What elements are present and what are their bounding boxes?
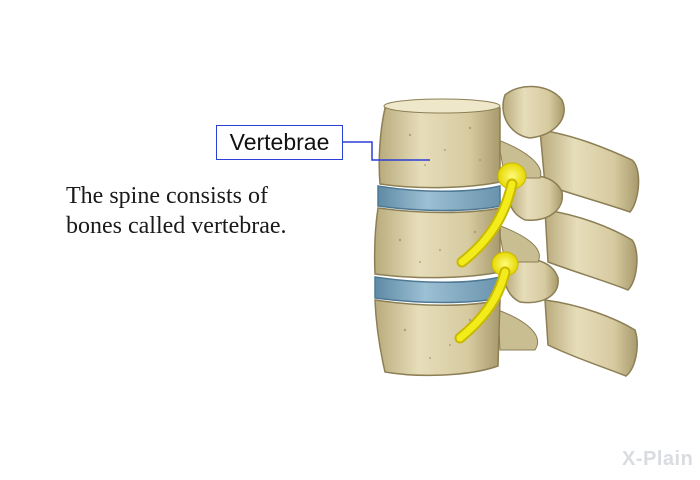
caption-line-2: bones called vertebrae. bbox=[66, 213, 287, 239]
vertebral-body-top bbox=[378, 98, 501, 189]
vertebrae-label: Vertebrae bbox=[216, 125, 343, 160]
xplain-logo: X-Plain bbox=[622, 448, 694, 470]
spinous-processes bbox=[539, 129, 640, 377]
nerve-roots bbox=[454, 162, 527, 344]
bone-texture bbox=[398, 126, 481, 359]
intervertebral-disc-top bbox=[377, 185, 501, 212]
caption-line-1: The spine consists of bbox=[66, 183, 268, 209]
intervertebral-disc-bottom bbox=[374, 276, 501, 304]
caption: The spine consists of bones called verte… bbox=[66, 181, 356, 241]
vertebral-body-bottom bbox=[374, 299, 501, 377]
